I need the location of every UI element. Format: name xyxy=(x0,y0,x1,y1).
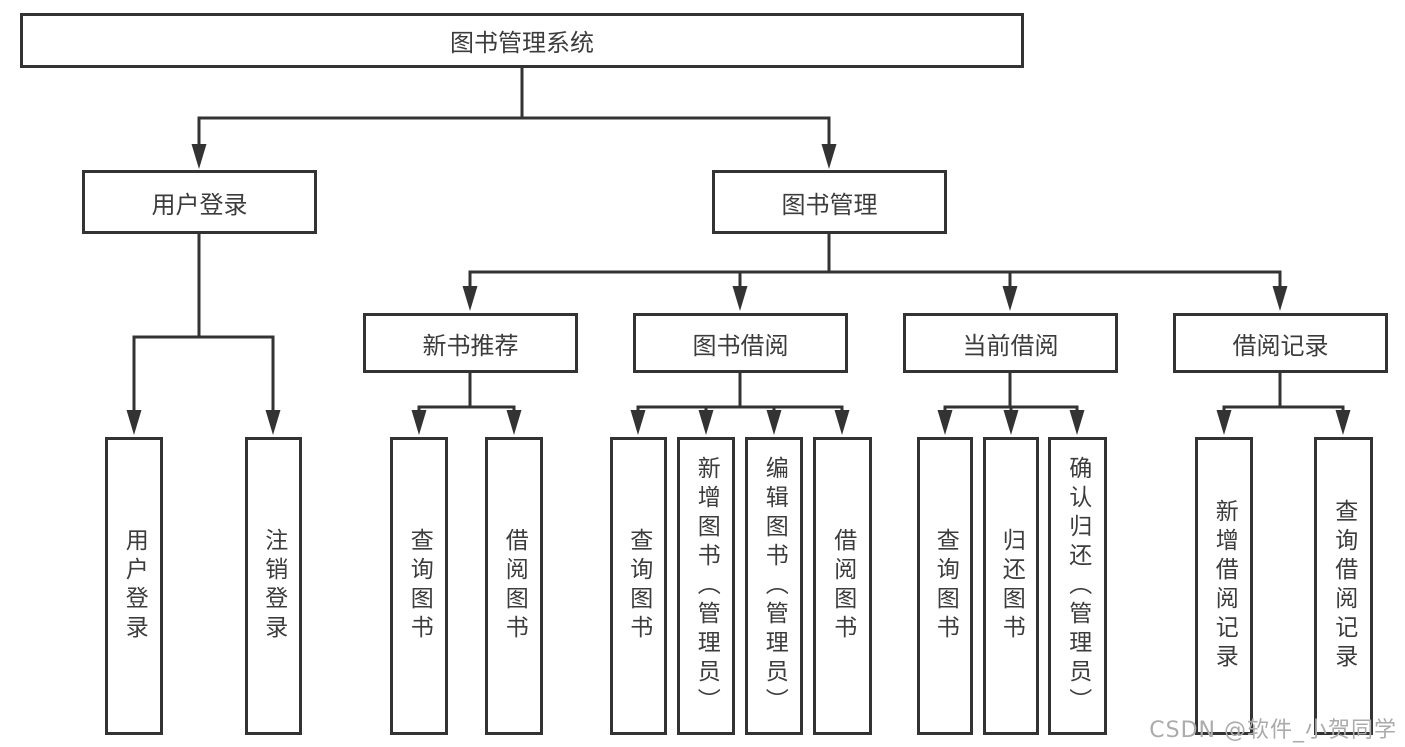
leaf-label: 查询借阅记录 xyxy=(1330,499,1357,673)
leaf-edit-book-admin: 编辑图书（管理员） xyxy=(745,437,803,735)
leaf-label: 借阅图书 xyxy=(829,528,856,644)
node-library-system: 图书管理系统 xyxy=(20,13,1024,68)
arrow-down-icon xyxy=(265,410,281,435)
leaf-label: 借阅图书 xyxy=(501,528,528,644)
leaf-logout: 注销登录 xyxy=(245,437,302,735)
arrow-down-icon xyxy=(834,410,850,435)
node-label: 借阅记录 xyxy=(1232,331,1329,360)
arrow-down-icon xyxy=(630,410,646,435)
leaf-return-book: 归还图书 xyxy=(983,437,1039,735)
leaf-recommend-query-book: 查询图书 xyxy=(390,437,448,735)
leaf-add-borrow-record: 新增借阅记录 xyxy=(1195,437,1253,735)
leaf-label: 新增图书（管理员） xyxy=(693,455,720,717)
node-label: 图书管理 xyxy=(781,190,878,219)
node-label: 图书借阅 xyxy=(692,331,789,360)
leaf-confirm-return-admin: 确认归还（管理员） xyxy=(1048,437,1107,735)
arrow-down-icon xyxy=(1335,410,1351,435)
leaf-label: 归还图书 xyxy=(998,528,1025,644)
arrow-down-icon xyxy=(1272,286,1288,311)
arrow-down-icon xyxy=(766,410,782,435)
leaf-borrow-book: 借阅图书 xyxy=(813,437,872,735)
leaf-label: 用户登录 xyxy=(121,528,148,644)
arrow-down-icon xyxy=(1002,286,1018,311)
arrow-down-icon xyxy=(937,410,953,435)
leaf-label: 确认归还（管理员） xyxy=(1064,455,1091,717)
leaf-current-query-book: 查询图书 xyxy=(917,437,973,735)
node-label: 图书管理系统 xyxy=(450,29,594,57)
arrow-down-icon xyxy=(191,144,207,169)
node-book-management: 图书管理 xyxy=(712,170,947,234)
drops-level3 xyxy=(468,272,1282,288)
leaf-label: 查询图书 xyxy=(406,528,433,644)
csdn-watermark: CSDN @软件_小贺同学 xyxy=(1149,718,1397,743)
arrow-down-icon xyxy=(1069,410,1085,435)
leaf-recommend-borrow-book: 借阅图书 xyxy=(485,437,543,735)
arrow-down-icon xyxy=(732,286,748,311)
arrow-down-icon xyxy=(462,286,478,311)
arrow-down-icon xyxy=(126,410,142,435)
leaf-query-borrow-record: 查询借阅记录 xyxy=(1314,437,1373,735)
leaf-label: 新增借阅记录 xyxy=(1211,499,1238,673)
leaf-borrow-query-book: 查询图书 xyxy=(610,437,667,735)
leaf-label: 编辑图书（管理员） xyxy=(761,455,788,717)
node-book-borrow: 图书借阅 xyxy=(633,313,848,373)
leaf-label: 查询图书 xyxy=(932,528,959,644)
node-label: 用户登录 xyxy=(151,190,248,219)
node-label: 当前借阅 xyxy=(962,331,1059,360)
arrow-down-icon xyxy=(506,410,522,435)
arrow-down-icon xyxy=(698,410,714,435)
leaf-add-book-admin: 新增图书（管理员） xyxy=(677,437,735,735)
node-borrow-record: 借阅记录 xyxy=(1173,313,1388,373)
arrowheads xyxy=(126,144,1351,435)
leaf-label: 查询图书 xyxy=(625,528,652,644)
arrow-down-icon xyxy=(1216,410,1232,435)
node-label: 新书推荐 xyxy=(422,331,519,360)
node-current-borrow: 当前借阅 xyxy=(903,313,1118,373)
arrow-down-icon xyxy=(411,410,427,435)
arrow-down-icon xyxy=(1003,410,1019,435)
arrow-down-icon xyxy=(821,144,837,169)
node-new-book-recommend: 新书推荐 xyxy=(363,313,578,373)
leaf-user-login: 用户登录 xyxy=(105,437,163,735)
leaf-label: 注销登录 xyxy=(260,528,287,644)
node-user-login: 用户登录 xyxy=(82,170,317,234)
